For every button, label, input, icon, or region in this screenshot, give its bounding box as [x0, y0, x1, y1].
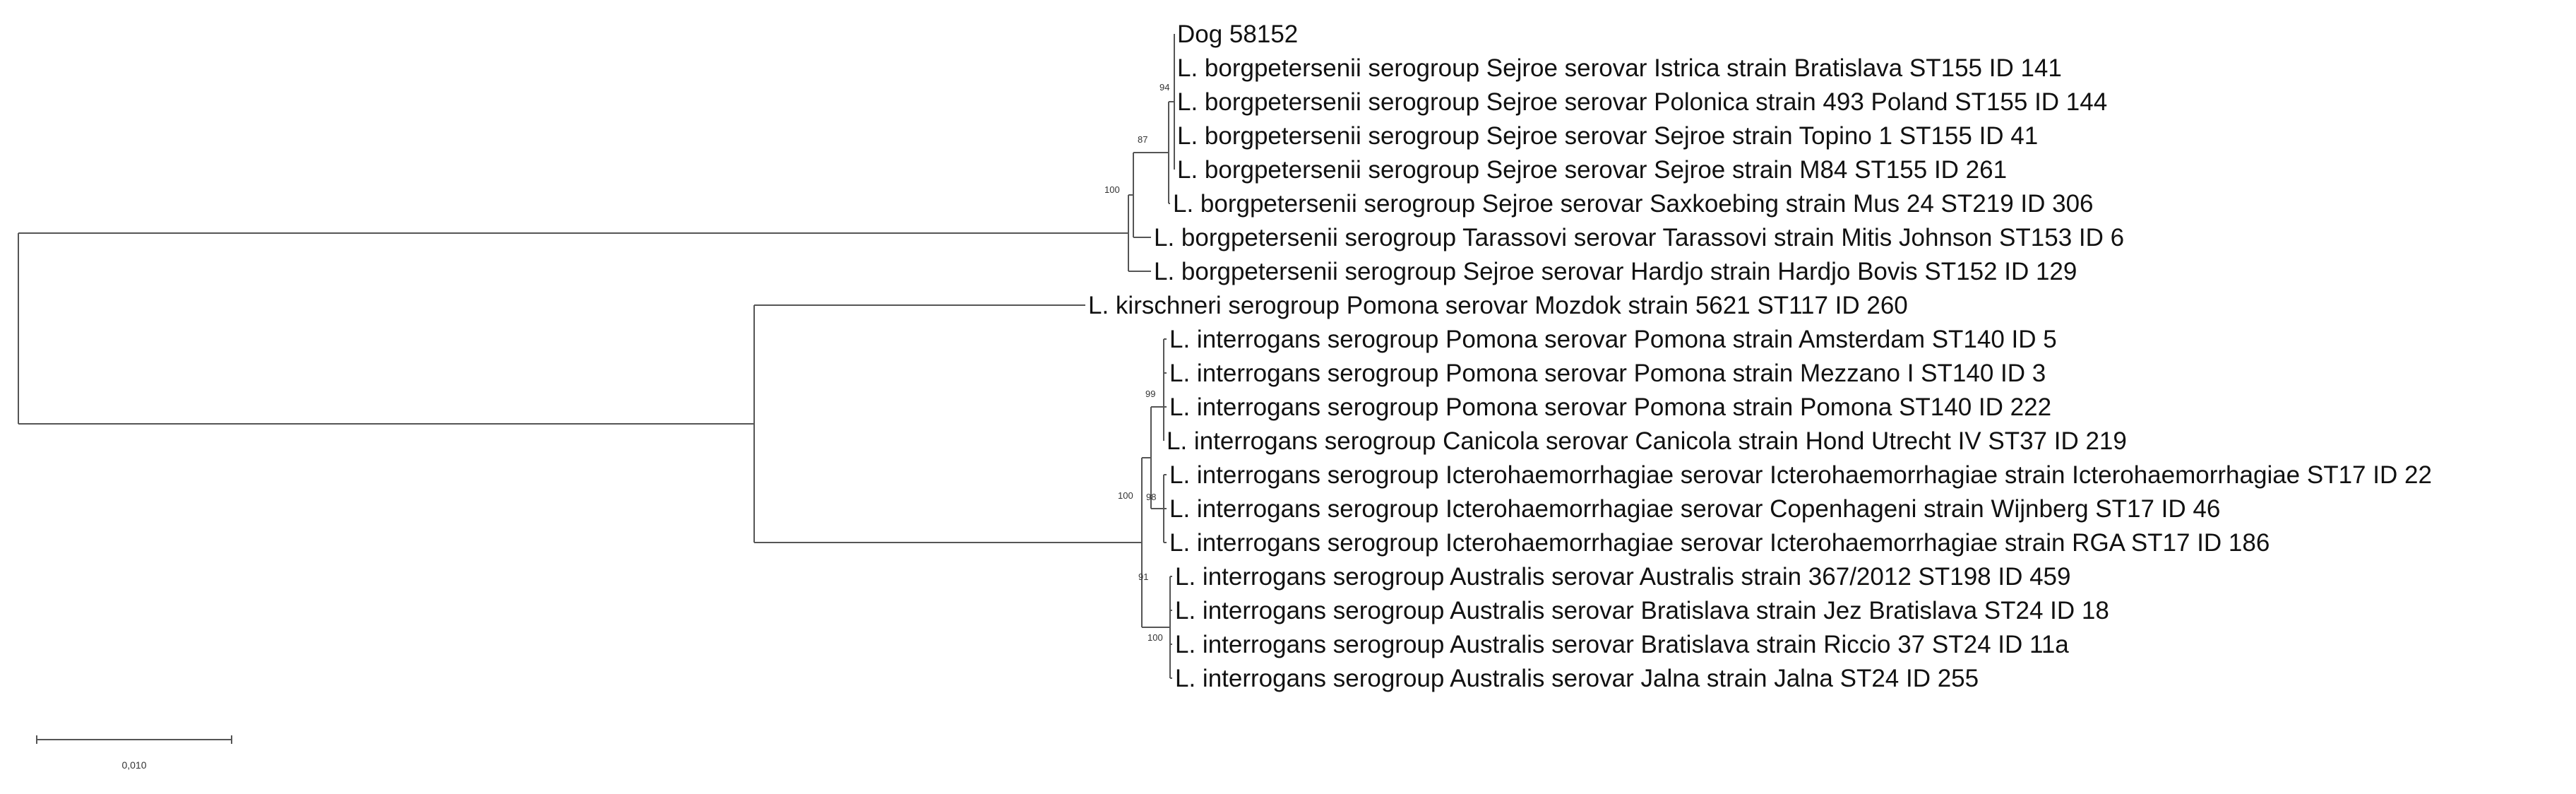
bootstrap-value-sejroe-st155: 94 [1159, 82, 1169, 93]
bootstrap-value-borgpetersenii: 100 [1104, 184, 1120, 195]
leaf-label-ictero22: L. interrogans serogroup Icterohaemorrha… [1169, 461, 2432, 489]
leaf-label-pomona: L. interrogans serogroup Pomona serovar … [1169, 393, 2051, 421]
leaf-label-istrica: L. borgpetersenii serogroup Sejroe serov… [1177, 54, 2062, 82]
leaf-label-m84: L. borgpetersenii serogroup Sejroe serov… [1177, 156, 2007, 184]
leaf-label-rga: L. interrogans serogroup Icterohaemorrha… [1169, 529, 2270, 557]
bootstrap-value-pomona-ictero: 91 [1138, 571, 1148, 582]
leaf-label-australis: L. interrogans serogroup Australis serov… [1175, 563, 2070, 591]
bootstrap-value-sejroe-clade: 87 [1138, 134, 1147, 145]
bootstrap-values: 94 87 100 99 98 100 91 100 [1104, 82, 1169, 643]
leaf-label-amsterdam: L. interrogans serogroup Pomona serovar … [1169, 326, 2057, 353]
leaf-label-topino: L. borgpetersenii serogroup Sejroe serov… [1177, 122, 2038, 150]
leaf-label-mezzano: L. interrogans serogroup Pomona serovar … [1169, 360, 2046, 387]
bootstrap-value-pomona-clade: 99 [1145, 389, 1155, 399]
scale-bar: 0,010 [36, 735, 232, 771]
bootstrap-value-interrogans: 100 [1118, 490, 1133, 501]
bootstrap-value-ictero-clade: 98 [1146, 492, 1156, 502]
leaf-label-tarassovi: L. borgpetersenii serogroup Tarassovi se… [1154, 224, 2124, 251]
leaf-labels: Dog 58152 L. borgpetersenii serogroup Sej… [1088, 20, 2432, 692]
tree-branches [18, 34, 1175, 679]
leaf-label-hardjo: L. borgpetersenii serogroup Sejroe serov… [1154, 258, 2077, 285]
bootstrap-value-australis-clade: 100 [1147, 632, 1163, 643]
leaf-label-jez: L. interrogans serogroup Australis serov… [1175, 597, 2109, 624]
leaf-label-dog: Dog 58152 [1177, 20, 1298, 48]
leaf-label-hond: L. interrogans serogroup Canicola serova… [1167, 427, 2127, 455]
leaf-label-riccio: L. interrogans serogroup Australis serov… [1175, 631, 2069, 658]
leaf-label-jalna: L. interrogans serogroup Australis serov… [1175, 665, 1979, 692]
leaf-label-mozdok: L. kirschneri serogroup Pomona serovar M… [1088, 292, 1908, 319]
scale-bar-label: 0,010 [121, 759, 146, 771]
leaf-label-polonica: L. borgpetersenii serogroup Sejroe serov… [1177, 88, 2107, 116]
leaf-label-wijnberg: L. interrogans serogroup Icterohaemorrha… [1169, 495, 2220, 523]
leaf-label-saxkoebing: L. borgpetersenii serogroup Sejroe serov… [1173, 190, 2094, 218]
